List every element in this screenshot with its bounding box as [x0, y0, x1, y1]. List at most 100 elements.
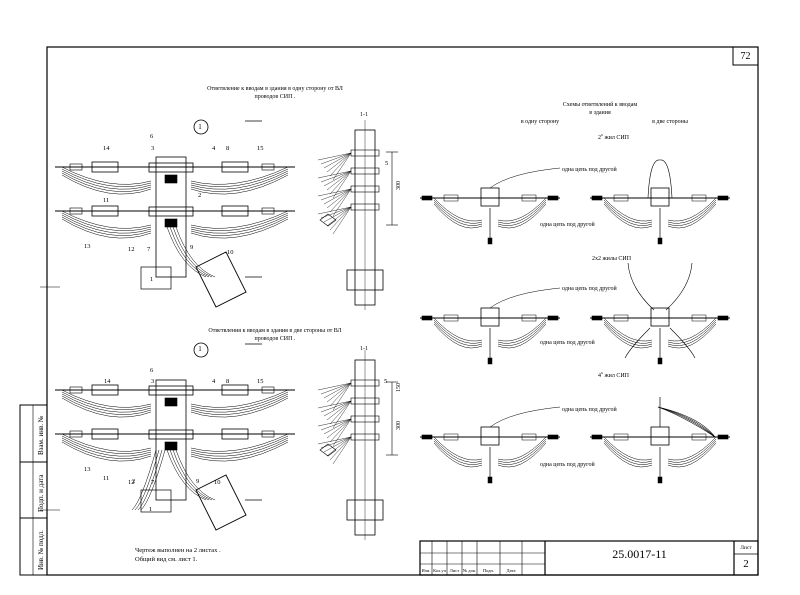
section-cable [323, 206, 352, 223]
callout-number: 1 [149, 506, 153, 513]
scheme-drop-end [657, 237, 663, 245]
section-cable [326, 436, 352, 457]
scheme-spiral-clamp [521, 194, 537, 202]
scheme-loop [647, 159, 673, 199]
section-cable [326, 418, 352, 439]
scheme-spiral-clamp [443, 314, 459, 322]
section-two-title: Ответвления к вводам в здания в две стор… [208, 328, 342, 334]
scheme-spiral-clamp [613, 433, 629, 441]
section-cable [329, 188, 352, 213]
callout-number: 11 [103, 197, 110, 204]
title-col-change: Изм. [421, 568, 431, 573]
section-cable [332, 170, 352, 199]
section-cable [329, 382, 352, 407]
sheet-frame [46, 46, 759, 576]
section-cable [329, 436, 352, 461]
scheme-bundle [667, 197, 717, 222]
callout-number: 15 [257, 145, 264, 152]
scheme-bundle [433, 440, 483, 465]
branch-cable [166, 449, 207, 501]
tension-clamp [221, 428, 249, 440]
scheme-bundle [497, 201, 547, 226]
section-cable [317, 382, 352, 391]
tension-clamp [91, 161, 119, 173]
callout-number: 9 [190, 244, 194, 251]
scheme-bundle [603, 201, 653, 226]
scheme-end-clamp [547, 315, 559, 321]
building-fragment [140, 266, 172, 290]
sheet-label: Лист [740, 545, 752, 551]
document-code: 25.0017-11 [612, 547, 667, 561]
section-two-dimension-bottom: 300 [396, 421, 402, 430]
cable-bundle-left [61, 391, 152, 411]
scheme-bundle [497, 442, 547, 468]
callout-number: 11 [103, 475, 110, 482]
scheme-end-clamp [717, 195, 729, 201]
callout-number: 4 [212, 378, 216, 385]
section-cable [329, 206, 352, 231]
tension-clamp [221, 161, 249, 173]
scheme-bundle [667, 201, 717, 226]
cable-bundle-right [190, 397, 289, 418]
callout-number: 10 [214, 479, 221, 486]
section-one-section-label: 1-1 [360, 112, 368, 118]
scheme-fan [657, 406, 716, 438]
section-cable [320, 382, 352, 395]
cable-bundle-right [190, 212, 289, 231]
scheme-bundle [497, 203, 547, 229]
section-cable [317, 418, 352, 427]
callout-number: 6 [150, 133, 154, 140]
scheme-end-clamp [717, 434, 729, 440]
scheme-pole-box [650, 187, 670, 207]
scheme-bundle [497, 438, 547, 463]
callout-number: 3 [151, 378, 155, 385]
section-cable [323, 170, 352, 187]
section-cable [329, 418, 352, 443]
scheme-bundle [667, 319, 717, 344]
section-one-subtitle: проводов СИП . [254, 94, 296, 100]
scheme-bundle [433, 197, 483, 222]
branch-cable [172, 449, 213, 501]
scheme-bundle [667, 321, 717, 346]
section-cable [332, 418, 352, 447]
callout-number: 6 [150, 367, 154, 374]
branch-cable [175, 226, 216, 278]
branch-clamp [164, 218, 178, 228]
scheme-end-clamp [421, 434, 433, 440]
side-stamp-signature: Подп. и дата [37, 474, 45, 512]
scheme-bundle [433, 199, 483, 224]
callout-number: 13 [84, 466, 91, 473]
schemes-col-one-side: в одну сторону [520, 119, 560, 125]
scheme-pole-box [480, 307, 500, 327]
callout-number: 4 [212, 145, 216, 152]
scheme-pole-box [650, 426, 670, 446]
side-stamp-inventory: Инв. № подл. [37, 530, 45, 570]
callout-number: 14 [104, 378, 111, 385]
cable-bundle-right [190, 391, 289, 410]
tension-clamp [91, 428, 119, 440]
strain-insulator [261, 163, 275, 171]
cable-bundle-left [61, 210, 152, 229]
scheme-bundle [433, 321, 483, 346]
cable-bundle-left [61, 435, 152, 455]
cable-bundle-right [190, 218, 289, 239]
scheme-group-2-lower-label: одна цепь под другой [540, 340, 595, 346]
scheme-bundle [497, 199, 547, 224]
section-cable [326, 152, 352, 173]
scheme-bundle [667, 438, 717, 463]
scheme-bundle [667, 436, 717, 461]
scheme-group-2-title: 2х2 жилы СИП [592, 256, 632, 262]
scheme-bundle [667, 440, 717, 465]
section-cable [320, 400, 352, 413]
scheme-bundle [603, 436, 653, 461]
section-cable [332, 152, 352, 181]
cable-bundle-left [61, 174, 152, 195]
section-cable [332, 436, 352, 465]
callout-number: 5 [384, 378, 388, 385]
scheme-bundle [603, 319, 653, 344]
strain-insulator [261, 430, 275, 438]
section-one-title: Ответвление к вводам в здания в одну сто… [207, 86, 343, 92]
cable-bundle-left [61, 216, 152, 236]
section-cable [320, 188, 352, 201]
section-cable [320, 206, 352, 219]
